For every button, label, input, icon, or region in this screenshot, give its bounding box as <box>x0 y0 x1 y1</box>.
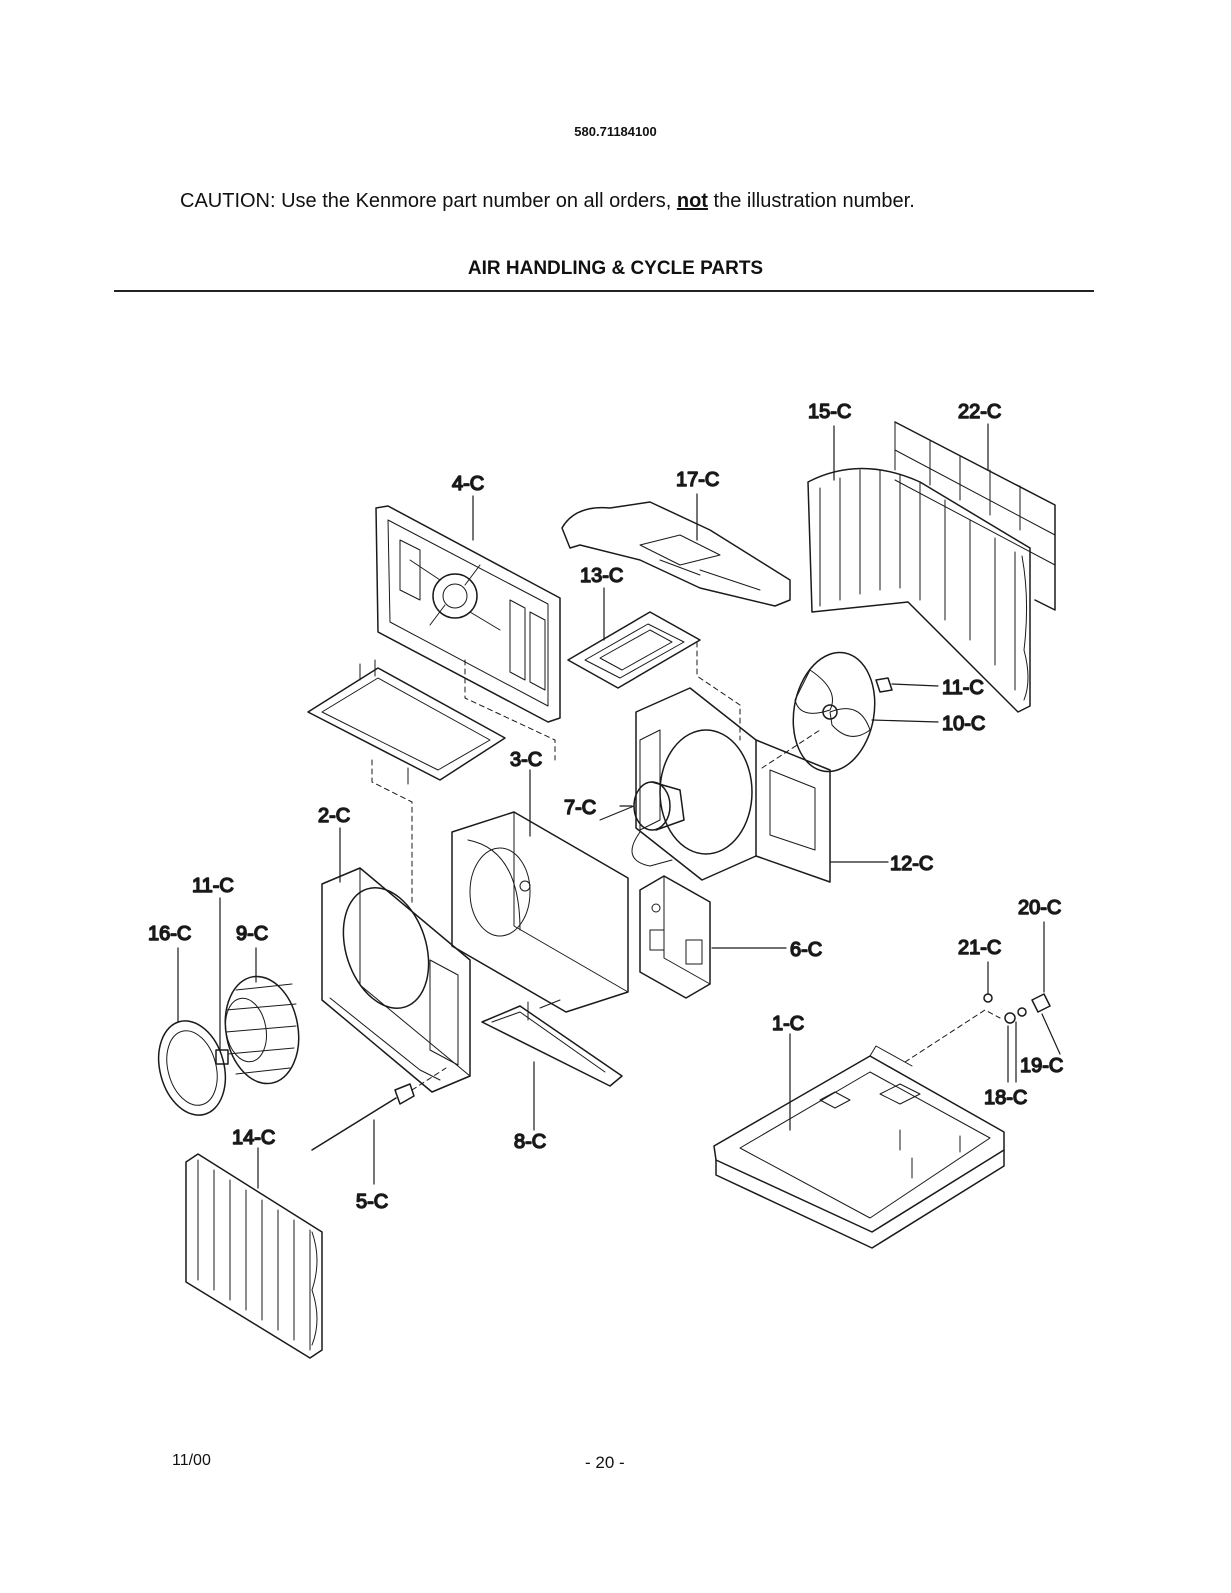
guide-line <box>528 1000 560 1020</box>
part-5c-rod <box>312 1068 446 1150</box>
part-22c-grille <box>895 422 1055 610</box>
callout-11c-left: 11-C <box>192 875 234 897</box>
callout-5c: 5-C <box>356 1191 388 1213</box>
part-4c-back-panel <box>376 506 560 722</box>
callout-9c: 9-C <box>236 923 268 945</box>
callout-20c: 20-C <box>1018 897 1061 919</box>
part-21c-screw <box>984 994 992 1002</box>
guide-line <box>905 1010 1000 1062</box>
part-6c-bracket <box>640 876 710 998</box>
callout-8c: 8-C <box>514 1131 546 1153</box>
footer-date: 11/00 <box>172 1452 211 1470</box>
callout-22c: 22-C <box>958 401 1001 423</box>
part-20c-cap <box>1032 994 1050 1012</box>
callout-18c: 18-C <box>984 1087 1027 1109</box>
callout-12c: 12-C <box>890 853 933 875</box>
guide-line <box>465 660 555 760</box>
callout-21c: 21-C <box>958 937 1001 959</box>
callout-6c: 6-C <box>790 939 822 961</box>
part-8c-bracket <box>482 1006 622 1086</box>
callout-19c: 19-C <box>1020 1055 1063 1077</box>
page-number: - 20 - <box>585 1453 625 1473</box>
callout-13c: 13-C <box>580 565 623 587</box>
part-13c-plate <box>568 612 700 688</box>
callout-2c: 2-C <box>318 805 350 827</box>
part-1c-base-pan <box>714 1046 1004 1248</box>
part-3c-shroud <box>452 812 628 1012</box>
callout-10c: 10-C <box>942 713 985 735</box>
callout-3c: 3-C <box>510 749 542 771</box>
callout-16c: 16-C <box>148 923 191 945</box>
part-9c-blower-wheel <box>217 971 307 1090</box>
part-7c-motor <box>600 782 684 866</box>
guide-line <box>697 642 740 740</box>
part-drip-tray <box>308 660 505 784</box>
callout-11c-right: 11-C <box>942 677 984 699</box>
callout-15c: 15-C <box>808 401 851 423</box>
part-15c-condenser-coil <box>808 469 1030 713</box>
part-19c-washer <box>1018 1008 1026 1016</box>
callout-17c: 17-C <box>676 469 719 491</box>
callout-4c: 4-C <box>452 473 484 495</box>
part-17c-top-cover <box>562 502 790 606</box>
part-16c-ring <box>149 1013 236 1122</box>
part-14c-evaporator-coil <box>186 1154 322 1358</box>
part-2c-frame <box>322 868 470 1092</box>
part-11c-nut <box>876 678 892 692</box>
part-18c-washer <box>1005 1013 1015 1023</box>
callout-14c: 14-C <box>232 1127 275 1149</box>
callout-7c: 7-C <box>564 797 596 819</box>
callout-1c: 1-C <box>772 1013 804 1035</box>
